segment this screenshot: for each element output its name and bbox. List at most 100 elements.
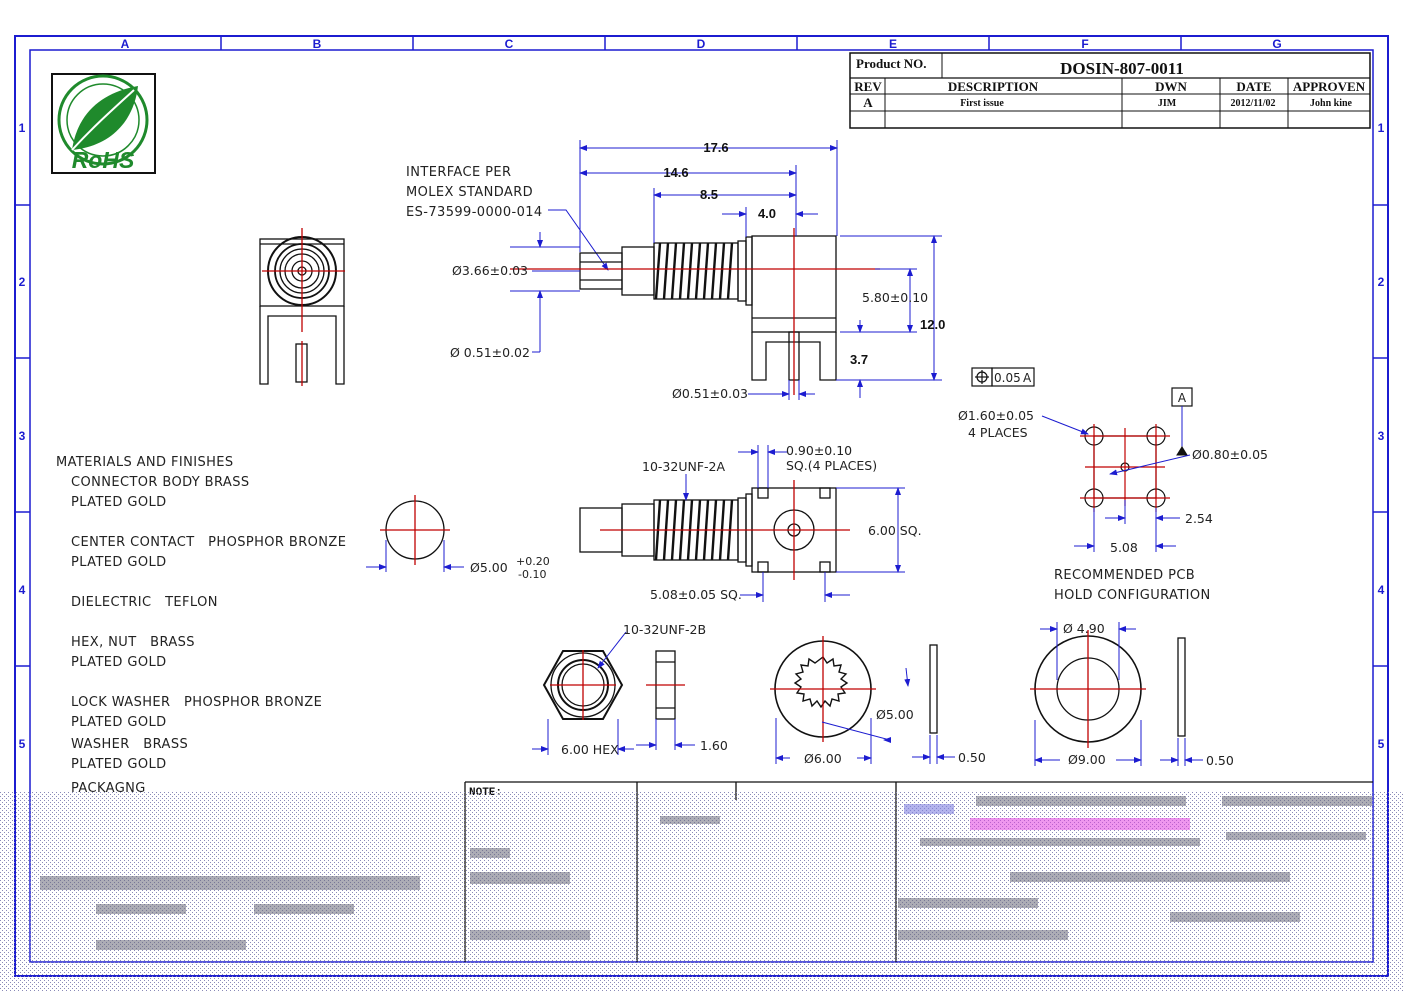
- column-label: G: [1272, 37, 1281, 51]
- approven-value: John kine: [1310, 98, 1353, 109]
- description-value: First issue: [960, 98, 1004, 109]
- rohs-logo-text: RoHS: [72, 147, 135, 173]
- materials-line: HEX, NUT BRASS: [71, 635, 195, 650]
- pcb-spacing-small: 2.54: [1185, 511, 1213, 526]
- lock-washer-dims: [775, 667, 955, 764]
- column-label: A: [121, 37, 130, 51]
- product-number: DOSIN-807-0011: [1060, 59, 1184, 78]
- dim-body-square: 6.00 SQ.: [868, 523, 922, 538]
- dim-total-height: 12.0: [920, 317, 945, 332]
- materials-line: CONNECTOR BODY BRASS: [71, 475, 250, 490]
- materials-line: WASHER BRASS: [71, 737, 188, 752]
- materials-line: CENTER CONTACT PHOSPHOR BRONZE: [71, 535, 346, 550]
- corrupted-blocks: [40, 796, 1372, 950]
- dim-nut-hex: 6.00 HEX: [561, 742, 619, 757]
- rev-value: A: [863, 95, 873, 110]
- dim-nut-thread: 10-32UNF-2B: [623, 622, 706, 637]
- dim-body-length: 4.0: [758, 206, 776, 221]
- dim-pin-spacing: 5.08±0.05 SQ.: [650, 587, 742, 602]
- nut-dims: [532, 631, 695, 755]
- pcb-caption-line: RECOMMENDED PCB: [1054, 568, 1195, 583]
- lock-washer: [770, 636, 938, 742]
- interface-note-line: MOLEX STANDARD: [406, 185, 533, 200]
- dim-end-tol-lower: -0.10: [518, 568, 546, 581]
- dim-washer-od: Ø9.00: [1068, 752, 1106, 767]
- pcb-hole-center: Ø0.80±0.05: [1192, 447, 1268, 462]
- materials-line: PLATED GOLD: [71, 655, 167, 670]
- pcb-hole-large: Ø1.60±0.05: [958, 408, 1034, 423]
- materials-line: PLATED GOLD: [71, 555, 167, 570]
- interface-note-line: ES-73599-0000-014: [406, 205, 543, 220]
- pcb-layout: [971, 367, 1193, 512]
- materials-line: PLATED GOLD: [71, 715, 167, 730]
- approven-header: APPROVEN: [1293, 79, 1366, 94]
- flat-washer: [1030, 630, 1186, 748]
- row-label: 5: [19, 737, 26, 751]
- dim-pin-size-note: SQ.(4 PLACES): [786, 458, 877, 473]
- dim-pin-length: 3.7: [850, 352, 868, 367]
- rohs-logo: RoHS: [51, 73, 156, 174]
- hex-nut: [542, 650, 685, 720]
- pcb-datum-label: A: [1178, 391, 1187, 405]
- dim-washer-thickness: 0.50: [1206, 753, 1234, 768]
- side-view: [510, 228, 880, 395]
- column-label: D: [697, 37, 706, 51]
- front-view: [259, 228, 345, 386]
- rev-header: REV: [854, 79, 882, 94]
- end-view: [380, 495, 450, 565]
- description-header: DESCRIPTION: [948, 79, 1039, 94]
- top-view-dims: [683, 445, 905, 602]
- pcb-spacing-large: 5.08: [1110, 540, 1138, 555]
- dim-lockwasher-od: Ø6.00: [804, 751, 842, 766]
- corrupted-highlight: [970, 818, 1190, 830]
- dwn-value: JIM: [1158, 98, 1177, 109]
- pcb-hole-large-note: 4 PLACES: [968, 425, 1028, 440]
- product-no-label: Product NO.: [856, 56, 927, 71]
- pcb-dims: [1041, 406, 1191, 552]
- dim-thread-spec: 10-32UNF-2A: [642, 459, 725, 474]
- dim-thread-length: 8.5: [700, 187, 718, 202]
- materials-line: LOCK WASHER PHOSPHOR BRONZE: [71, 695, 322, 710]
- dim-lockwasher-id: Ø5.00: [876, 707, 914, 722]
- materials-line: PLATED GOLD: [71, 757, 167, 772]
- column-label: C: [505, 37, 514, 51]
- dim-end-tol-upper: +0.20: [516, 555, 550, 568]
- row-label: 2: [19, 275, 26, 289]
- column-label: E: [889, 37, 897, 51]
- pcb-position-tolerance: 0.05: [994, 371, 1021, 385]
- dim-washer-id: Ø 4.90: [1063, 621, 1105, 636]
- date-header: DATE: [1236, 79, 1271, 94]
- top-view: [579, 480, 850, 580]
- corrupted-highlight: [904, 804, 954, 814]
- row-label: 2: [1378, 275, 1385, 289]
- interface-note-line: INTERFACE PER: [406, 165, 511, 180]
- dim-pin-diameter: Ø 0.51±0.02: [450, 345, 530, 360]
- dim-overall-length: 17.6: [703, 140, 728, 155]
- interface-leader: [548, 209, 609, 271]
- dim-lockwasher-thickness: 0.50: [958, 750, 986, 765]
- row-label: 4: [19, 583, 26, 597]
- dim-to-body: 14.6: [663, 165, 688, 180]
- materials-line: PLATED GOLD: [71, 495, 167, 510]
- end-view-dims: [366, 540, 464, 572]
- row-label: 3: [19, 429, 26, 443]
- dim-pcb-pin: Ø0.51±0.03: [672, 386, 748, 401]
- dim-end-diameter: Ø5.00: [470, 560, 508, 575]
- dim-pin-size: 0.90±0.10: [786, 443, 852, 458]
- row-label: 4: [1378, 583, 1385, 597]
- dim-outer-diameter: Ø3.66±0.03: [452, 263, 528, 278]
- dim-center-height: 5.80±0.10: [862, 290, 928, 305]
- title-block: [849, 52, 1371, 129]
- row-label: 3: [1378, 429, 1385, 443]
- materials-heading: MATERIALS AND FINISHES: [56, 455, 234, 470]
- dim-nut-thickness: 1.60: [700, 738, 728, 753]
- dwn-header: DWN: [1155, 79, 1187, 94]
- washer-dims: [1034, 622, 1203, 766]
- side-view-dims: [510, 140, 942, 400]
- column-label: B: [313, 37, 322, 51]
- row-label: 1: [1378, 121, 1385, 135]
- row-label: 5: [1378, 737, 1385, 751]
- column-label: F: [1081, 37, 1088, 51]
- pcb-datum-ref: A: [1023, 371, 1032, 385]
